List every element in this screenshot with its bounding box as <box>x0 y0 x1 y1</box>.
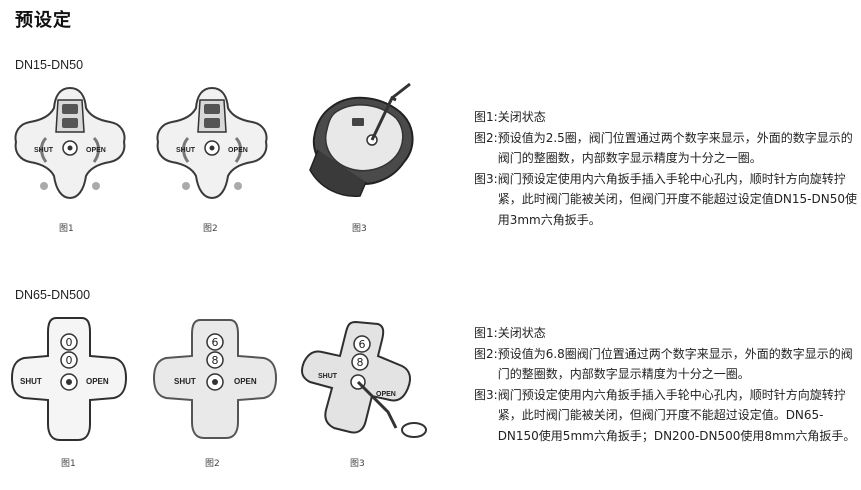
tenths-digit: 8 <box>357 356 364 369</box>
description-block: 图1: 关闭状态 图2: 预设值为2.5圈，阀门位置通过两个数字来显示，外面的数… <box>474 107 859 230</box>
tenths-digit: 8 <box>212 354 219 367</box>
description-label: 图2: <box>474 346 498 361</box>
section-label-dn65-dn500: DN65-DN500 <box>15 288 91 302</box>
description-item: 图2: 预设值为6.8圈阀门位置通过两个数字来显示，外面的数字显示的阀门的整圈数… <box>474 344 859 385</box>
handwheel-wrench-image: 6 8 SHUT OPEN <box>296 316 441 446</box>
turns-digit: 6 <box>212 336 219 349</box>
figure-caption: 图3 <box>350 459 365 469</box>
section-label-dn15-dn50: DN15-DN50 <box>15 58 84 72</box>
open-label: OPEN <box>86 147 106 154</box>
turns-digit: 6 <box>359 338 366 351</box>
figure-caption: 图1 <box>61 459 76 469</box>
description-text: 预设值为6.8圈阀门位置通过两个数字来显示，外面的数字显示的阀门的整圈数，内部数… <box>497 346 853 382</box>
description-text: 关闭状态 <box>497 326 546 340</box>
description-text: 阀门预设定使用内六角扳手插入手轮中心孔内，顺时针方向旋转拧紧，此时阀门能被关闭，… <box>497 387 856 443</box>
handwheel-wrench-image <box>300 78 435 208</box>
figure-caption: 图2 <box>203 224 218 234</box>
description-text: 预设值为2.5圈，阀门位置通过两个数字来显示，外面的数字显示的阀门的整圈数，内部… <box>497 130 853 166</box>
description-text: 关闭状态 <box>497 110 546 124</box>
figure-caption: 图2 <box>205 459 220 469</box>
page-title: 预设定 <box>15 10 72 31</box>
tenths-digit: 0 <box>66 354 73 367</box>
shut-label: SHUT <box>174 377 196 386</box>
description-item: 图1: 关闭状态 <box>474 107 859 128</box>
shut-label: SHUT <box>34 147 54 154</box>
open-label: OPEN <box>376 391 396 398</box>
description-label: 图3: <box>474 171 498 186</box>
description-text: 阀门预设定使用内六角扳手插入手轮中心孔内，顺时针方向旋转拧紧，此时阀门能被关闭，… <box>497 171 857 227</box>
description-label: 图1: <box>474 326 498 340</box>
description-item: 图2: 预设值为2.5圈，阀门位置通过两个数字来显示，外面的数字显示的阀门的整圈… <box>474 128 859 169</box>
turns-digit: 0 <box>66 336 73 349</box>
open-label: OPEN <box>234 377 257 386</box>
description-label: 图3: <box>474 387 498 402</box>
shut-label: SHUT <box>318 373 338 380</box>
shut-label: SHUT <box>176 147 196 154</box>
handwheel-preset-image: 6 8 SHUT OPEN <box>150 314 280 444</box>
handwheel-preset-image: SHUT OPEN <box>152 82 272 202</box>
description-item: 图3: 阀门预设定使用内六角扳手插入手轮中心孔内，顺时针方向旋转拧紧，此时阀门能… <box>474 385 859 447</box>
description-block: 图1: 关闭状态 图2: 预设值为6.8圈阀门位置通过两个数字来显示，外面的数字… <box>474 323 859 446</box>
description-label: 图1: <box>474 110 498 124</box>
shut-label: SHUT <box>20 377 42 386</box>
open-label: OPEN <box>228 147 248 154</box>
figure-caption: 图1 <box>59 224 74 234</box>
description-item: 图3: 阀门预设定使用内六角扳手插入手轮中心孔内，顺时针方向旋转拧紧，此时阀门能… <box>474 169 859 231</box>
open-label: OPEN <box>86 377 109 386</box>
handwheel-closed-image: SHUT OPEN <box>10 82 130 202</box>
description-item: 图1: 关闭状态 <box>474 323 859 344</box>
figure-caption: 图3 <box>352 224 367 234</box>
description-label: 图2: <box>474 130 498 145</box>
handwheel-closed-image: 0 0 SHUT OPEN <box>8 314 130 444</box>
